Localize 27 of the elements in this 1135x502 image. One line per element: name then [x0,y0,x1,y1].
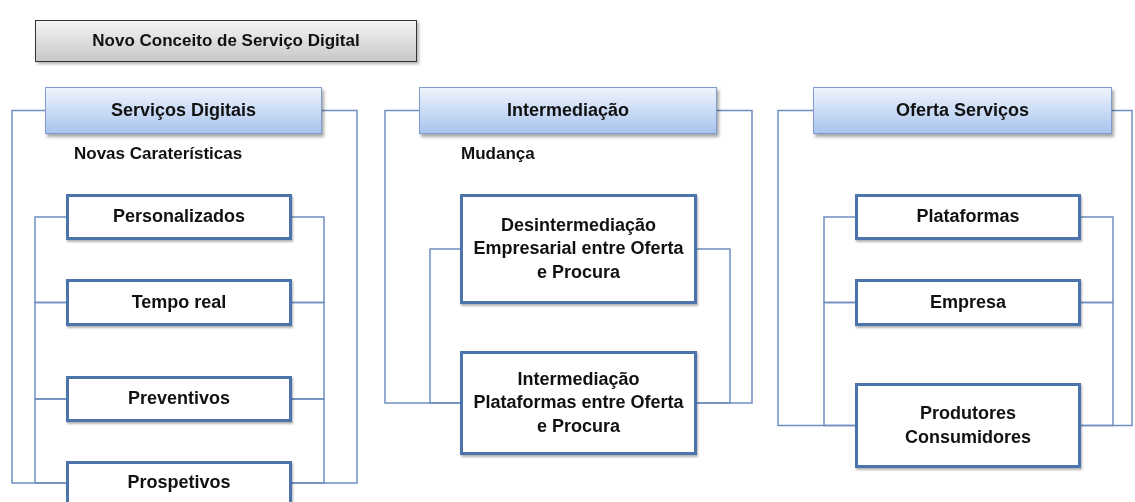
item-box: Prospetivos [66,461,292,502]
connector-line [291,216,325,304]
item-box: Personalizados [66,194,292,240]
header-label: Serviços Digitais [110,98,257,122]
connector-line [34,216,67,304]
connector-line [823,216,856,304]
item-box: Desintermediação Empresarial entre Oferta e Procura [460,194,697,304]
connector-line [823,301,856,427]
connector-line [34,398,67,484]
item-box: Produtores Consumidores [855,383,1081,468]
connector-line [34,301,67,400]
connector-line [1080,301,1114,427]
subtitle-label: Novas Caraterísticas [74,143,243,165]
header-label: Intermediação [506,98,629,122]
connector-line [696,248,731,404]
connector-line [429,248,461,404]
connector-line [291,301,325,400]
item-box: Plataformas [855,194,1081,240]
item-box: Intermediação Plataformas entre Oferta e Procura [460,351,697,455]
subtitle-label: Mudança [461,143,535,165]
item-box: Tempo real [66,279,292,326]
item-box: Empresa [855,279,1081,326]
connector-line [291,398,325,484]
title-box: Novo Conceito de Serviço Digital [35,20,417,62]
header-box: Oferta Serviços [813,87,1112,134]
item-box: Preventivos [66,376,292,422]
connector-line [1080,216,1114,304]
